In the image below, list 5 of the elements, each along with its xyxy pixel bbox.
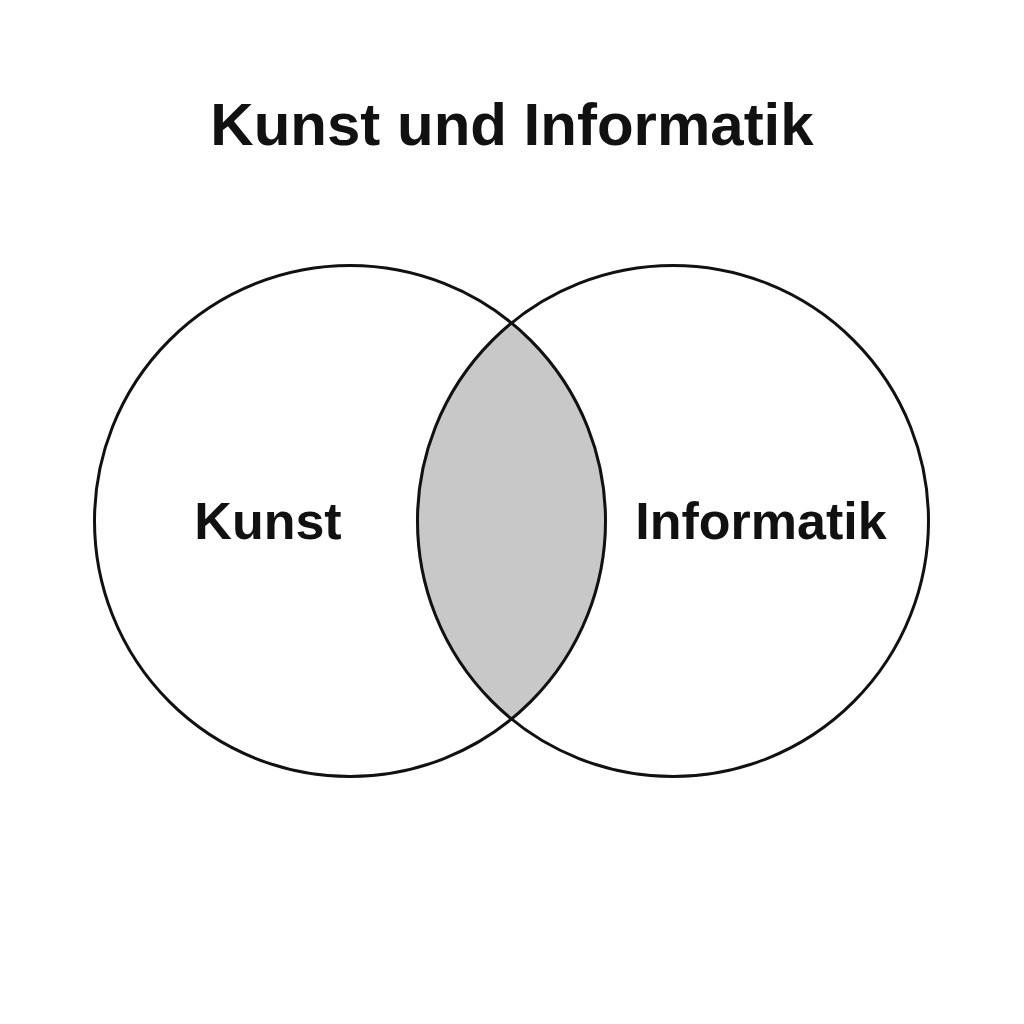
diagram-title: Kunst und Informatik xyxy=(209,90,815,160)
set-circle xyxy=(93,264,607,778)
set-label: Kunst xyxy=(194,491,342,551)
set-circle xyxy=(416,264,930,778)
set-label: Informatik xyxy=(635,491,887,551)
